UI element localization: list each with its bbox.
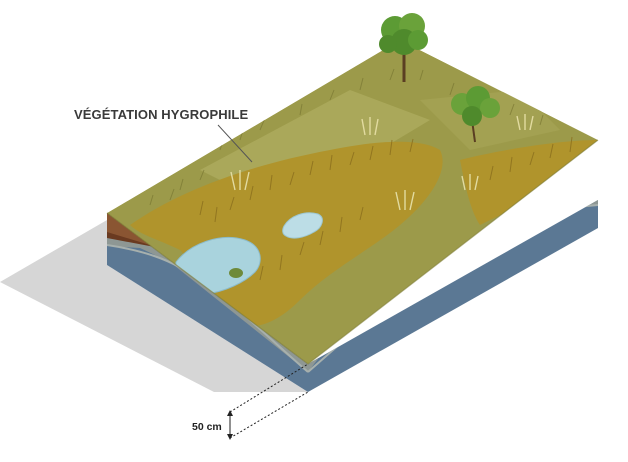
- ground-shadow: [0, 220, 308, 392]
- label-leader-line: [217, 124, 253, 163]
- depth-label: 50 cm: [192, 421, 222, 433]
- pond-small: [282, 212, 323, 239]
- lily-pad: [229, 268, 243, 278]
- vegetation-label: VÉGÉTATION HYGROPHILE: [74, 107, 249, 122]
- depth-marker: [227, 363, 309, 440]
- shrub: [451, 86, 500, 143]
- tree-tall: [379, 13, 428, 82]
